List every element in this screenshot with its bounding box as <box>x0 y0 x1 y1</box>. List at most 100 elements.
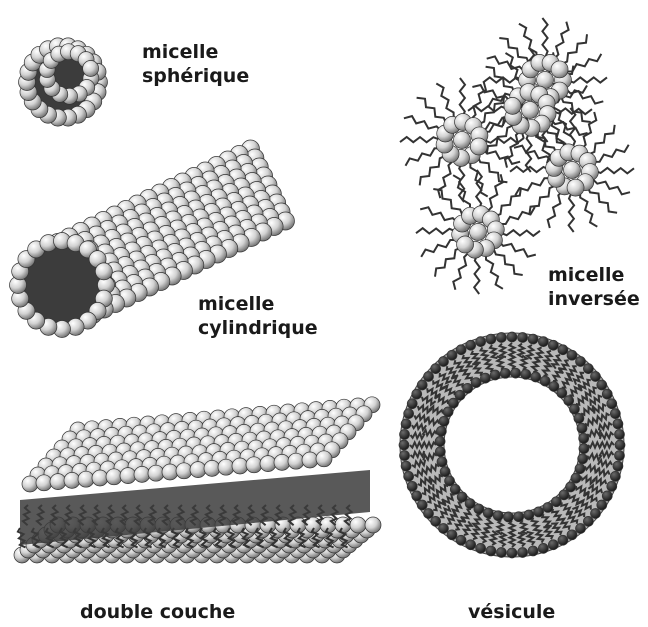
spherical-micelle-label: micelle sphérique <box>142 40 249 88</box>
head-group <box>465 499 475 509</box>
hydrocarbon-tail <box>420 155 447 185</box>
head-group <box>401 461 411 471</box>
head-group <box>558 345 568 355</box>
head-group <box>218 459 234 475</box>
head-group <box>613 419 623 429</box>
hydrocarbon-tail <box>569 192 575 232</box>
head-group <box>438 357 448 367</box>
head-group <box>120 468 136 484</box>
head-group <box>470 224 487 241</box>
head-group <box>412 389 422 399</box>
head-group <box>543 502 553 512</box>
head-group <box>365 517 381 533</box>
head-group <box>583 516 593 526</box>
head-group <box>576 523 586 533</box>
hydrocarbon-tail <box>565 54 601 72</box>
head-group <box>50 474 66 490</box>
bilayer-label: double couche <box>80 600 235 624</box>
head-group <box>571 473 581 483</box>
head-group <box>583 364 593 374</box>
vesicle-label: vésicule <box>468 600 555 624</box>
head-group <box>574 413 584 423</box>
head-group <box>610 471 620 481</box>
hydrocarbon-tail <box>404 116 442 131</box>
hydrocarbon-tail <box>421 240 457 257</box>
head-group <box>350 517 366 533</box>
head-group <box>399 440 409 450</box>
hydrocarbon-tail <box>553 22 568 60</box>
head-group <box>431 364 441 374</box>
head-group <box>566 482 576 492</box>
head-group <box>83 61 99 77</box>
head-group <box>528 334 538 344</box>
head-group <box>548 540 558 550</box>
head-group <box>579 433 589 443</box>
head-group <box>440 467 450 477</box>
head-group <box>540 376 550 386</box>
hydrocarbon-tail <box>433 189 463 216</box>
hydrocarbon-tail <box>477 156 507 183</box>
hydrocarbon-tail <box>592 145 628 162</box>
head-group <box>549 381 559 391</box>
head-group <box>463 383 473 393</box>
head-group <box>522 102 539 119</box>
hydrocarbon-tail <box>406 148 442 165</box>
head-group <box>518 333 528 343</box>
head-group <box>610 409 620 419</box>
hydrocarbon-tail <box>567 77 607 82</box>
head-group <box>400 429 410 439</box>
head-group <box>190 462 206 478</box>
head-group <box>476 543 486 553</box>
head-group <box>36 475 52 491</box>
head-group <box>511 368 521 378</box>
head-group <box>436 426 446 436</box>
head-group <box>232 458 248 474</box>
head-group <box>496 333 506 343</box>
head-group <box>614 429 624 439</box>
head-group <box>483 508 493 518</box>
inverse-micelle-drawing <box>400 18 634 294</box>
head-group <box>450 484 460 494</box>
hydrocarbon-tail <box>453 252 469 290</box>
head-group <box>435 436 445 446</box>
head-group <box>538 543 548 553</box>
head-group <box>471 378 481 388</box>
head-group <box>443 407 453 417</box>
spherical-micelle-label-line1: micelle <box>142 40 249 64</box>
head-group <box>162 464 178 480</box>
head-group <box>531 372 541 382</box>
head-group <box>567 179 584 196</box>
inverse-micelle-label: micelle inversée <box>548 263 640 311</box>
head-group <box>480 373 490 383</box>
head-group <box>176 463 192 479</box>
spherical-micelle-label-line2: sphérique <box>142 64 249 88</box>
hydrocarbon-tail <box>561 34 587 64</box>
head-group <box>260 456 276 472</box>
inverse-micelle-label-line2: inversée <box>548 287 640 311</box>
head-group <box>534 507 544 517</box>
head-group <box>564 396 574 406</box>
head-group <box>576 357 586 367</box>
cylindrical-micelle-label: micelle cylindrique <box>198 292 318 340</box>
head-group <box>401 419 411 429</box>
head-group <box>597 500 607 510</box>
hydrocarbon-tail <box>548 190 564 228</box>
head-group <box>521 369 531 379</box>
head-group <box>490 370 500 380</box>
head-group <box>558 535 568 545</box>
head-group <box>22 476 38 492</box>
head-group <box>496 547 506 557</box>
head-group <box>569 404 579 414</box>
head-group <box>607 399 617 409</box>
hydrocarbon-tail <box>581 112 597 150</box>
head-group <box>92 470 108 486</box>
head-group <box>551 61 568 78</box>
head-group <box>597 380 607 390</box>
head-group <box>524 510 534 520</box>
head-group <box>454 132 471 149</box>
head-group <box>407 399 417 409</box>
head-group <box>503 512 513 522</box>
head-group <box>246 457 262 473</box>
head-group <box>78 471 94 487</box>
